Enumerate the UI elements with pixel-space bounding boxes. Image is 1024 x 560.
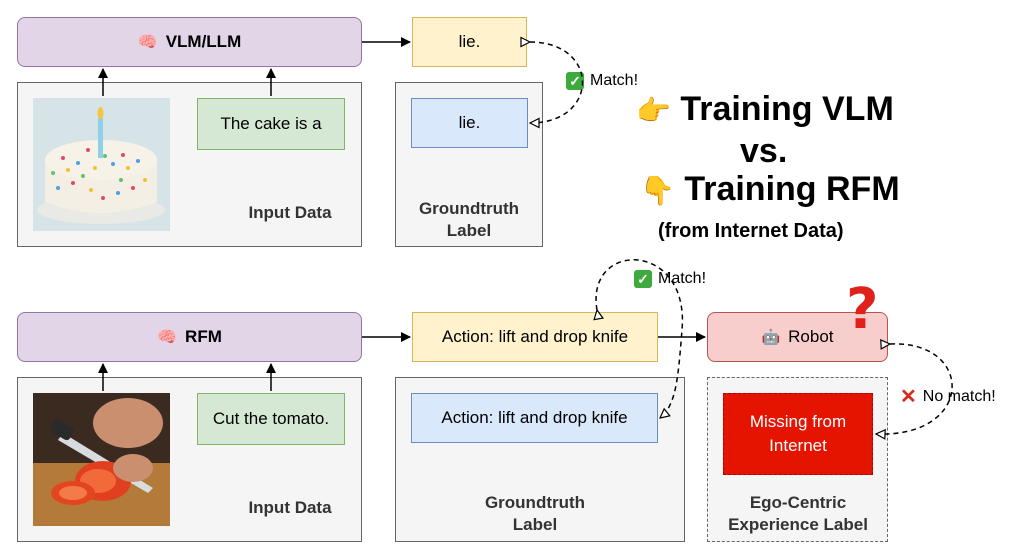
rfm-box: 🧠 RFM xyxy=(17,312,362,362)
bottom-input-text-box: Cut the tomato. xyxy=(197,393,345,445)
check-mark-icon: ✓ xyxy=(566,72,584,90)
bottom-input-data-label: Input Data xyxy=(248,498,332,517)
title-line-4: (from Internet Data) xyxy=(658,220,844,242)
bottom-groundtruth-text: Action: lift and drop knife xyxy=(441,408,628,427)
bottom-match-text: Match! xyxy=(658,270,707,287)
title-line-3: 👇 Training RFM xyxy=(640,170,900,208)
pointing-down-hand-icon: 👇 xyxy=(640,175,675,206)
bottom-match-badge: ✓ Match! xyxy=(634,270,706,288)
top-match-text: Match! xyxy=(590,72,639,89)
top-output-box: lie. xyxy=(412,17,527,67)
check-mark-icon: ✓ xyxy=(634,270,652,288)
robot-label: Robot xyxy=(788,327,834,346)
top-input-text: The cake is a xyxy=(220,114,322,133)
top-input-text-box: The cake is a xyxy=(197,98,345,150)
brain-icon: 🧠 xyxy=(157,329,178,346)
ego-centric-label: Ego-Centric Experience Label xyxy=(728,493,868,534)
rfm-label: RFM xyxy=(185,327,222,346)
cake-image xyxy=(33,98,170,231)
top-match-badge: ✓ Match! xyxy=(566,72,638,90)
robot-icon: 🤖 xyxy=(761,329,781,346)
vlm-llm-box: 🧠 VLM/LLM xyxy=(17,17,362,67)
bottom-output-text: Action: lift and drop knife xyxy=(441,327,629,346)
cross-mark-icon: ✕ xyxy=(900,386,917,408)
bottom-groundtruth-label: Groundtruth Label xyxy=(484,493,586,534)
bottom-input-text: Cut the tomato. xyxy=(212,409,330,428)
robot-box: 🤖 Robot xyxy=(707,312,888,362)
brain-icon: 🧠 xyxy=(137,34,158,51)
missing-from-internet-box: Missing from Internet xyxy=(723,393,873,475)
bottom-groundtruth-box: Action: lift and drop knife xyxy=(411,393,658,443)
top-groundtruth-text: lie. xyxy=(458,113,481,132)
vlm-llm-label: VLM/LLM xyxy=(165,32,242,51)
top-groundtruth-label: Groundtruth Label xyxy=(418,199,520,240)
missing-from-internet-text: Missing from Internet xyxy=(749,412,847,455)
title-line-1: 👉 Training VLM xyxy=(636,90,894,128)
question-mark-icon: ? xyxy=(846,277,879,342)
no-match-badge: ✕ No match! xyxy=(900,386,996,408)
title-line-2: vs. xyxy=(740,132,788,170)
top-output-text: lie. xyxy=(458,32,481,51)
bottom-output-box: Action: lift and drop knife xyxy=(412,312,658,362)
top-groundtruth-box: lie. xyxy=(411,98,528,148)
pointing-right-hand-icon: 👉 xyxy=(636,95,671,126)
no-match-text: No match! xyxy=(922,388,996,405)
top-input-data-label: Input Data xyxy=(248,203,332,222)
tomato-cutting-image xyxy=(33,393,170,526)
